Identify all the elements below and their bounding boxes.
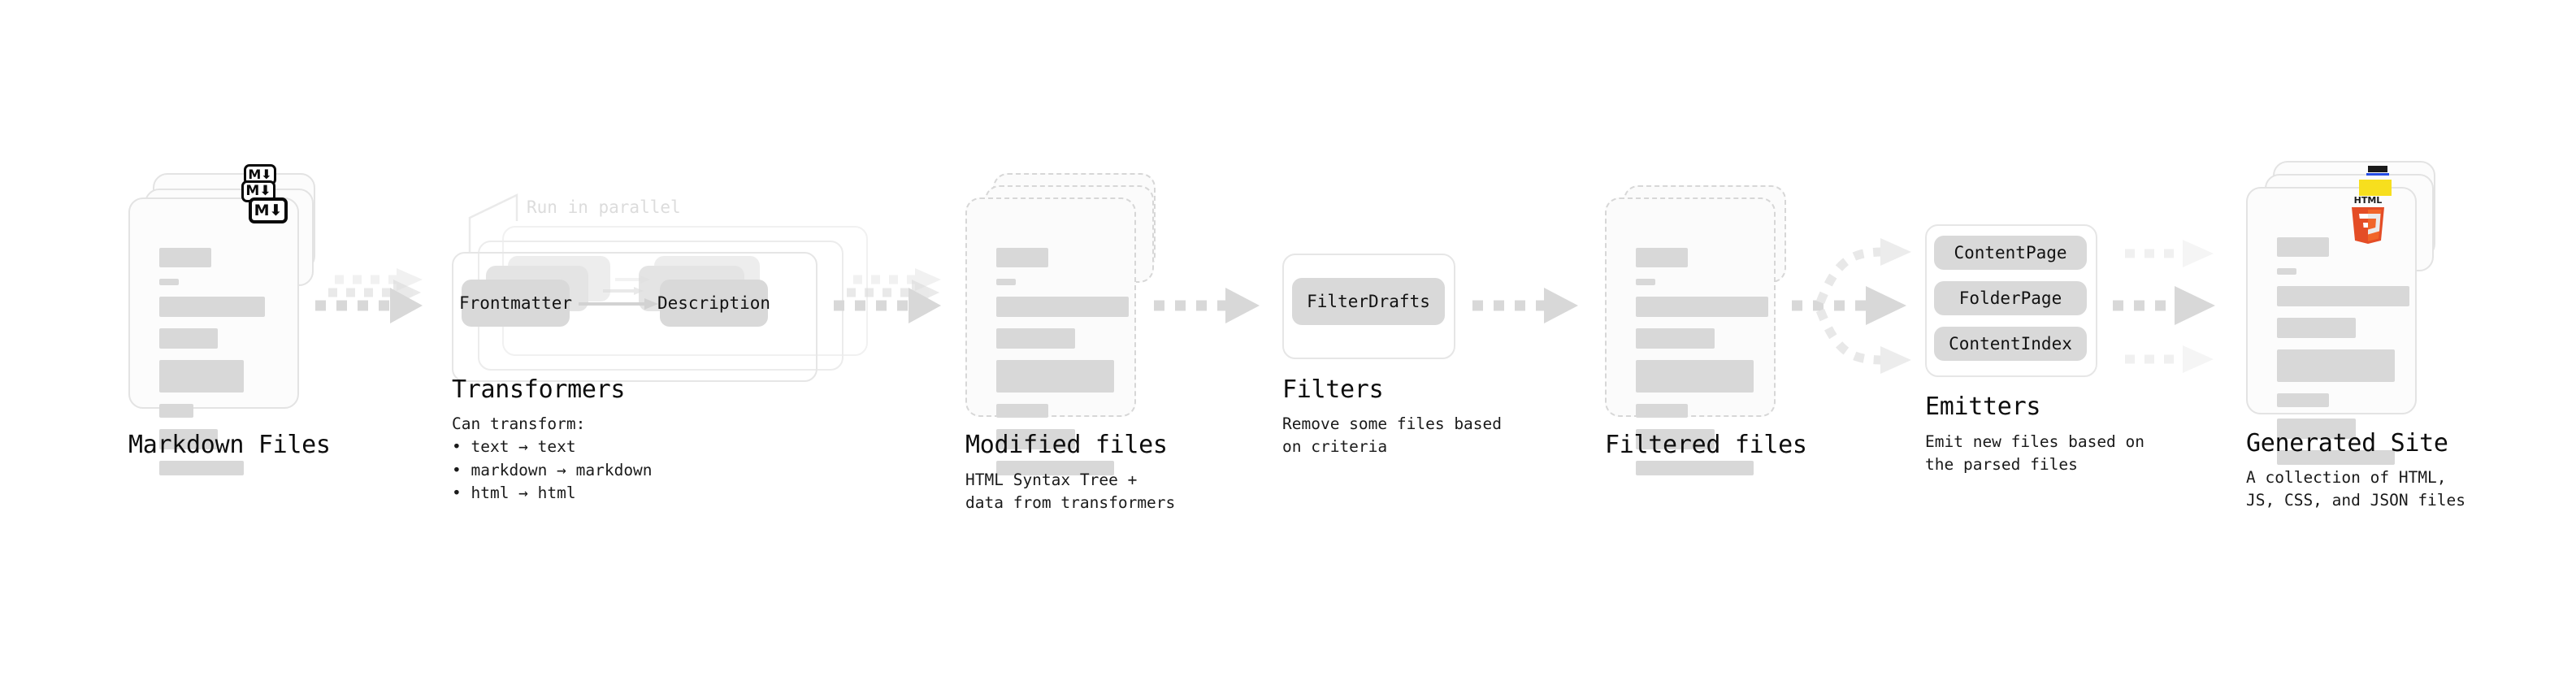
css3-icon <box>2366 164 2389 176</box>
filter-chip-filterdrafts-label: FilterDrafts <box>1307 292 1430 311</box>
filters-caption: Filters <box>1282 375 1384 404</box>
markdown-icon: M⬇ <box>249 197 288 223</box>
emitter-chip-folderpage[interactable]: FolderPage <box>1934 281 2087 315</box>
run-in-parallel-annotation: Run in parallel <box>527 197 681 217</box>
transformers-box-front <box>452 252 817 382</box>
filtered-card-front <box>1605 197 1776 475</box>
js-icon <box>2359 180 2392 196</box>
modified-card-front <box>965 197 1136 475</box>
markdown-icon-label-mid: M⬇ <box>245 183 271 199</box>
filter-chip-filterdrafts[interactable]: FilterDrafts <box>1292 278 1445 325</box>
connector-filtered-to-emitters <box>1792 238 1911 374</box>
transformer-chip-description-label: Description <box>657 293 771 313</box>
transformer-chip-description[interactable]: Description <box>657 280 771 327</box>
transformers-subcaption: Can transform: • text → text • markdown … <box>452 414 653 502</box>
markdown-card-front <box>128 197 299 475</box>
site-card-front <box>2246 187 2417 465</box>
modified-doc-lines <box>996 248 1129 487</box>
emitter-chip-contentpage-label: ContentPage <box>1954 243 2067 262</box>
transformer-chip-frontmatter[interactable]: Frontmatter <box>458 280 573 327</box>
html5-icon-svg: HTML <box>2352 195 2384 244</box>
generated-site-subcaption: A collection of HTML, JS, CSS, and JSON … <box>2246 468 2466 510</box>
connector-modified-to-filters <box>1154 288 1260 323</box>
filtered-doc-lines <box>1636 248 1768 487</box>
markdown-files-caption: Markdown Files <box>128 431 331 459</box>
svg-text:HTML: HTML <box>2354 195 2383 206</box>
markdown-icon-label: M⬇ <box>254 201 283 219</box>
transformers-caption: Transformers <box>452 375 626 404</box>
emitter-chip-folderpage-label: FolderPage <box>1958 288 2062 308</box>
modified-files-subcaption: HTML Syntax Tree + data from transformer… <box>965 471 1176 513</box>
emitters-caption: Emitters <box>1925 393 2041 421</box>
connector-filters-to-filtered <box>1472 288 1578 323</box>
filters-subcaption: Remove some files based on criteria <box>1282 414 1503 457</box>
filtered-files-caption: Filtered files <box>1605 431 1807 459</box>
connector-emitters-to-site <box>2113 240 2215 373</box>
connector-md-to-transformers <box>315 268 423 323</box>
markdown-doc-lines <box>159 248 273 487</box>
markdown-icon-label-back: M⬇ <box>248 167 272 182</box>
modified-files-caption: Modified files <box>965 431 1168 459</box>
emitters-subcaption: Emit new files based on the parsed files <box>1925 432 2145 475</box>
generated-site-caption: Generated Site <box>2246 429 2448 458</box>
emitters-box <box>1925 224 2097 377</box>
html5-icon: HTML <box>2347 193 2389 244</box>
css3-icon-svg <box>2366 166 2389 176</box>
site-doc-lines <box>2277 237 2409 476</box>
emitter-chip-contentindex[interactable]: ContentIndex <box>1934 327 2087 361</box>
emitter-chip-contentpage[interactable]: ContentPage <box>1934 236 2087 270</box>
emitter-chip-contentindex-label: ContentIndex <box>1949 334 2072 354</box>
transformer-chip-frontmatter-label: Frontmatter <box>458 293 573 313</box>
filters-box <box>1282 254 1455 359</box>
